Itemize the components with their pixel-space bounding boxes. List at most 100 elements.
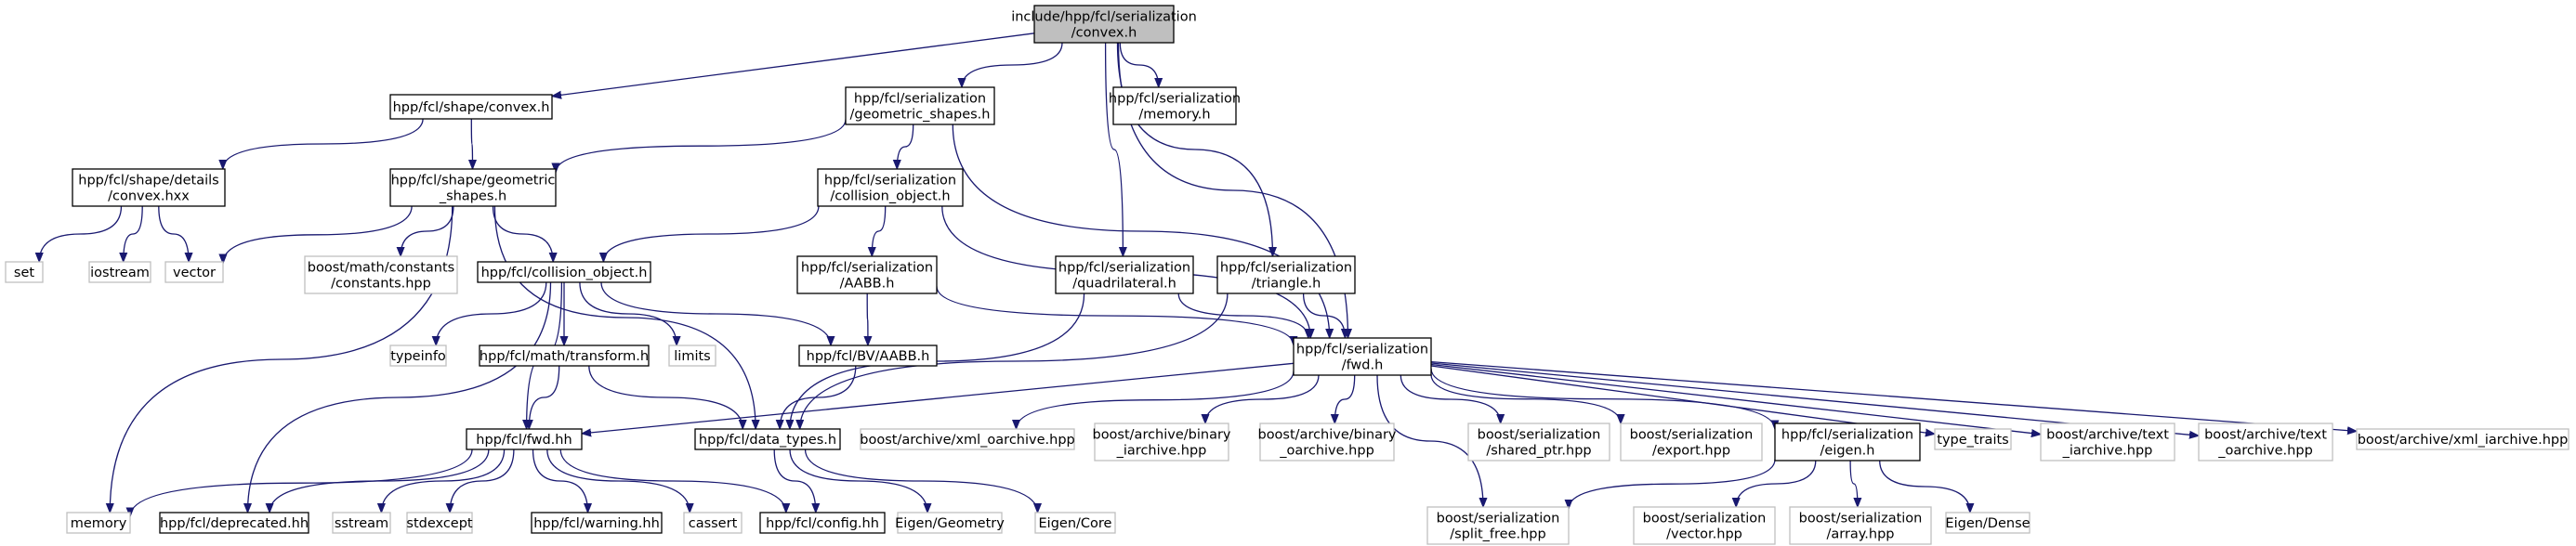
node-label-shape_details_convex-1: /convex.hxx [108, 189, 190, 204]
node-label-shape_geometric_shapes-1: _shapes.h [439, 189, 506, 204]
edge-ser_fwd-to-boost_shared_ptr [1400, 374, 1500, 424]
node-label-type_traits-0: type_traits [1937, 433, 2008, 448]
node-label-ser_quadrilateral-0: hpp/fcl/serialization [1058, 261, 1190, 276]
node-label-ser_collision_object-0: hpp/fcl/serialization [824, 174, 956, 188]
node-ser_geometric_shapes[interactable]: hpp/fcl/serialization/geometric_shapes.h [845, 86, 995, 125]
node-boost_ser_vector: boost/serialization/vector.hpp [1633, 506, 1776, 545]
edge-ser_triangle-to-data_types [800, 292, 1229, 429]
node-label-boost_text_oarchive-1: _oarchive.hpp [2217, 444, 2313, 459]
node-box-shape_geometric_shapes[interactable] [389, 168, 557, 207]
edge-root-to-ser_quadrilateral [1104, 42, 1124, 256]
node-box-fcl_fwd[interactable] [466, 428, 583, 450]
node-box-stdexcept [406, 512, 473, 534]
node-label-ser_fwd-0: hpp/fcl/serialization [1296, 343, 1428, 358]
node-ser_memory[interactable]: hpp/fcl/serialization/memory.h [1109, 86, 1241, 125]
node-box-warning[interactable] [531, 512, 663, 534]
node-label-limits-0: limits [674, 349, 710, 364]
node-sstream: sstream [332, 512, 391, 534]
node-ser_collision_object[interactable]: hpp/fcl/serialization/collision_object.h [817, 168, 964, 207]
node-label-boost_ser_vector-1: /vector.hpp [1666, 527, 1742, 542]
node-ser_triangle[interactable]: hpp/fcl/serialization/triangle.h [1216, 255, 1356, 294]
node-label-boost_ser_vector-0: boost/serialization [1643, 512, 1767, 526]
node-deprecated[interactable]: hpp/fcl/deprecated.hh [159, 512, 309, 534]
node-config[interactable]: hpp/fcl/config.hh [759, 512, 886, 534]
node-box-memory [66, 512, 131, 534]
node-label-boost_ser_array-1: /array.hpp [1826, 527, 1894, 542]
node-box-config[interactable] [759, 512, 886, 534]
edge-ser_eigen-to-boost_ser_vector [1736, 460, 1817, 508]
node-label-boost_split_free-0: boost/serialization [1437, 512, 1560, 526]
node-ser_aabb[interactable]: hpp/fcl/serialization/AABB.h [796, 255, 938, 294]
node-limits: limits [668, 344, 716, 367]
node-label-deprecated-0: hpp/fcl/deprecated.hh [160, 516, 309, 531]
node-box-eigen_geometry [897, 512, 1003, 534]
node-shape_details_convex[interactable]: hpp/fcl/shape/details/convex.hxx [72, 168, 226, 207]
node-box-sstream [332, 512, 391, 534]
node-boost_xml_iarchive: boost/archive/xml_iarchive.hpp [2356, 428, 2569, 450]
edge-ser_geometric_shapes-to-shape_geometric_shapes [556, 119, 847, 173]
node-box-eigen_core [1034, 512, 1116, 534]
edge-data_types-to-eigen_geometry [789, 448, 927, 514]
node-collision_object[interactable]: hpp/fcl/collision_object.h [477, 261, 651, 283]
edge-ser_fwd-to-boost_xml_iarchive [1430, 360, 2357, 432]
node-label-boost_shared_ptr-1: /shared_ptr.hpp [1486, 444, 1591, 459]
node-box-ser_geometric_shapes[interactable] [845, 86, 995, 125]
edge-root-to-ser_geometric_shapes [962, 42, 1063, 88]
node-box-ser_triangle[interactable] [1216, 255, 1356, 294]
node-box-ser_fwd[interactable] [1293, 337, 1432, 376]
node-label-boost_math_constants-1: /constants.hpp [331, 277, 431, 292]
node-memory: memory [66, 512, 131, 534]
node-box-shape_convex[interactable] [389, 94, 553, 120]
node-box-set [5, 261, 44, 283]
node-root[interactable]: include/hpp/fcl/serialization/convex.h [1011, 5, 1197, 44]
node-label-bv_aabb-0: hpp/fcl/BV/AABB.h [807, 349, 930, 364]
node-box-ser_eigen[interactable] [1774, 422, 1921, 462]
node-box-deprecated[interactable] [159, 512, 309, 534]
node-label-vector-0: vector [173, 266, 216, 280]
node-box-bv_aabb[interactable] [798, 344, 938, 367]
node-bv_aabb[interactable]: hpp/fcl/BV/AABB.h [798, 344, 938, 367]
edge-shape_convex-to-shape_geometric_shapes [471, 118, 472, 169]
node-fcl_fwd[interactable]: hpp/fcl/fwd.hh [466, 428, 583, 450]
node-box-typeinfo [389, 344, 447, 367]
node-label-eigen_core-0: Eigen/Core [1039, 516, 1112, 531]
node-ser_fwd[interactable]: hpp/fcl/serialization/fwd.h [1293, 337, 1432, 376]
node-label-boost_text_oarchive-0: boost/archive/text [2204, 428, 2327, 443]
edge-bv_aabb-to-data_types [780, 365, 857, 429]
node-box-boost_math_constants [304, 255, 458, 294]
edge-math_transform-to-fcl_fwd [529, 365, 560, 429]
edge-ser_fwd-to-ser_eigen [1430, 368, 1775, 430]
node-label-ser_triangle-0: hpp/fcl/serialization [1220, 261, 1352, 276]
edge-collision_object-to-limits [579, 281, 677, 345]
node-label-sstream-0: sstream [335, 516, 388, 531]
node-box-collision_object[interactable] [477, 261, 651, 283]
node-shape_geometric_shapes[interactable]: hpp/fcl/shape/geometric_shapes.h [389, 168, 557, 207]
node-box-ser_quadrilateral[interactable] [1055, 255, 1194, 294]
node-label-ser_geometric_shapes-1: /geometric_shapes.h [850, 108, 991, 123]
node-ser_quadrilateral[interactable]: hpp/fcl/serialization/quadrilateral.h [1055, 255, 1194, 294]
node-boost_split_free: boost/serialization/split_free.hpp [1426, 506, 1570, 545]
node-label-memory-0: memory [71, 516, 127, 531]
node-ser_eigen[interactable]: hpp/fcl/serialization/eigen.h [1774, 422, 1921, 462]
node-label-boost_binary_oarchive-0: boost/archive/binary [1257, 428, 1396, 443]
node-warning[interactable]: hpp/fcl/warning.hh [531, 512, 663, 534]
node-box-ser_collision_object[interactable] [817, 168, 964, 207]
node-box-math_transform[interactable] [479, 344, 650, 367]
node-stdexcept: stdexcept [406, 512, 473, 534]
edge-ser_geometric_shapes-to-ser_collision_object [897, 124, 914, 169]
node-math_transform[interactable]: hpp/fcl/math/transform.h [479, 344, 650, 367]
node-data_types[interactable]: hpp/fcl/data_types.h [694, 428, 841, 450]
node-box-ser_memory[interactable] [1112, 86, 1237, 125]
node-label-ser_fwd-1: /fwd.h [1342, 358, 1384, 373]
node-box-type_traits [1934, 428, 2012, 450]
node-label-boost_xml_oarchive-0: boost/archive/xml_oarchive.hpp [860, 433, 1074, 448]
node-label-ser_geometric_shapes-0: hpp/fcl/serialization [854, 92, 986, 107]
node-box-ser_aabb[interactable] [796, 255, 938, 294]
node-box-vector [164, 261, 224, 283]
node-box-shape_details_convex[interactable] [72, 168, 226, 207]
node-shape_convex[interactable]: hpp/fcl/shape/convex.h [389, 94, 553, 120]
node-label-stdexcept-0: stdexcept [406, 516, 473, 531]
node-box-root[interactable] [1033, 5, 1175, 44]
node-box-data_types[interactable] [694, 428, 841, 450]
node-label-shape_convex-0: hpp/fcl/shape/convex.h [393, 100, 550, 115]
